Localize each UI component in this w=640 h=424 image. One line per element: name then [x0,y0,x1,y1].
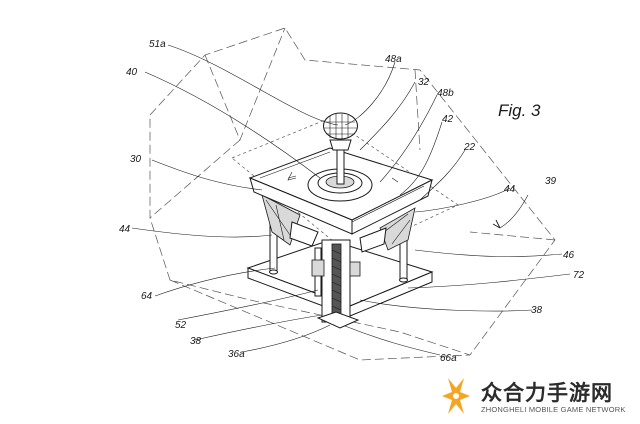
ref-30: 30 [130,154,142,165]
ref-72: 72 [573,270,585,281]
leader-lines [131,44,571,356]
ref-42: 42 [442,114,454,125]
dashed-housing-outline [149,27,556,361]
joystick-stick-and-knob [323,112,358,185]
watermark: 众合力手游网 ZHONGHELI MOBILE GAME NETWORK [442,378,626,414]
ref-39: 39 [545,176,557,187]
side-brackets [261,194,416,253]
center-column-spring [311,239,361,329]
ref-48b: 48b [437,88,454,99]
ref-46: 46 [563,250,575,261]
ref-66a: 66a [440,353,457,364]
ref-44-left: 44 [119,224,131,235]
ref-32: 32 [418,77,430,88]
ref-48a: 48a [385,54,402,65]
ref-52: 52 [175,320,187,331]
ref-38-left: 38 [190,336,202,347]
ref-44-right: 44 [504,184,516,195]
ref-64: 64 [141,291,153,302]
ref-51a: 51a [149,39,166,50]
ref-22: 22 [463,142,476,153]
figure-title: Fig. 3 [498,101,541,120]
watermark-brand-en: ZHONGHELI MOBILE GAME NETWORK [481,405,626,414]
ref-40: 40 [126,67,138,78]
ref-36a: 36a [228,349,245,360]
ref-38-right: 38 [531,305,543,316]
watermark-brand-cn: 众合力手游网 [481,381,613,405]
sparkle-x-logo-icon [442,378,470,414]
